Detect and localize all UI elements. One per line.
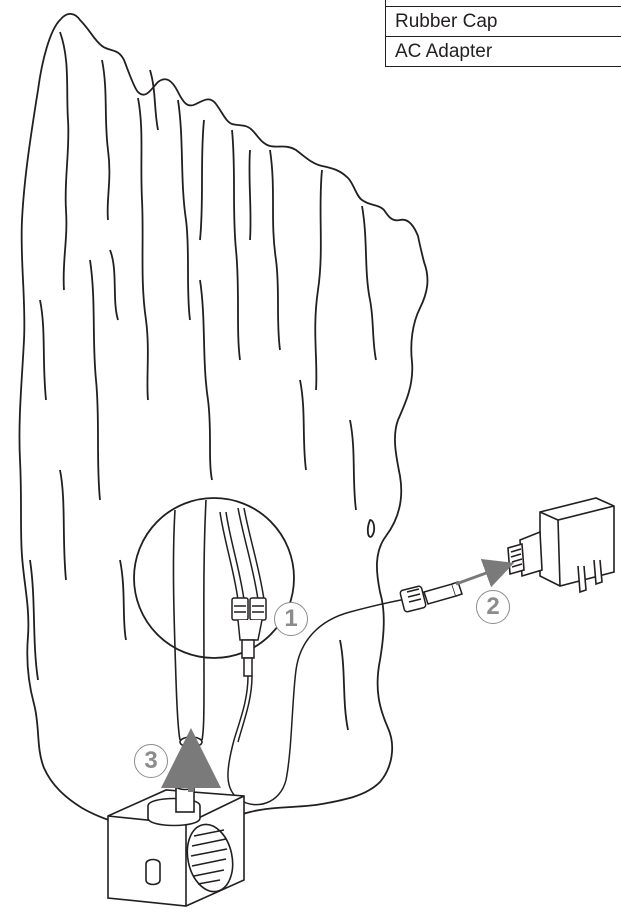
inline-plug <box>400 582 462 612</box>
rock-fountain-body <box>19 14 427 826</box>
step-badge-1: 1 <box>274 602 308 636</box>
parts-table-row: Rubber Cap <box>386 7 621 37</box>
step-badge-3: 3 <box>134 744 168 778</box>
parts-table: Rubber Cap AC Adapter <box>385 0 621 67</box>
arrow-step-2 <box>456 568 500 584</box>
parts-table-row: AC Adapter <box>386 37 621 67</box>
y-connector <box>220 508 412 805</box>
step-badge-2: 2 <box>476 590 510 624</box>
pump <box>108 783 244 907</box>
zoom-circle <box>134 498 294 658</box>
ac-adapter <box>508 498 614 592</box>
